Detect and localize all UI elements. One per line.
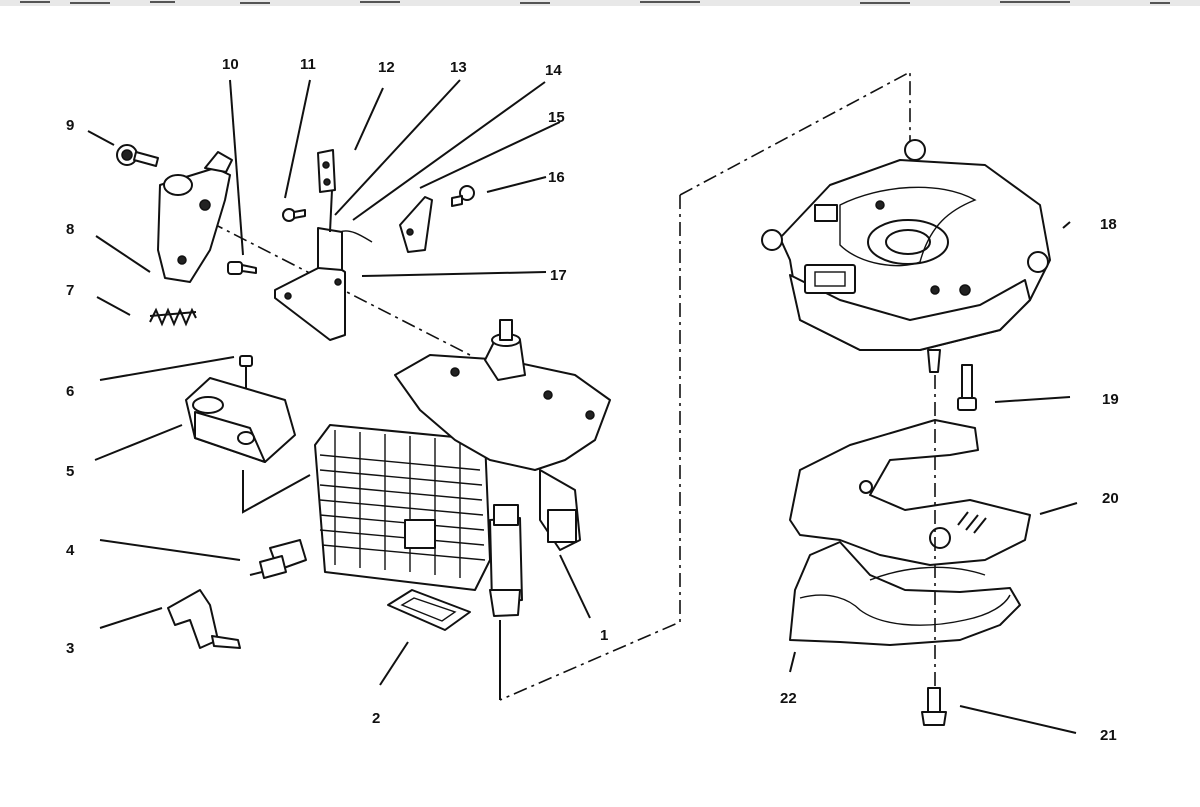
callout-12: 12 — [378, 59, 395, 76]
callout-15: 15 — [548, 109, 565, 126]
callout-2: 2 — [372, 710, 380, 727]
part-22-shield — [789, 541, 1021, 646]
callout-4: 4 — [66, 542, 75, 559]
scan-artifact-strip — [0, 0, 1200, 6]
callout-20: 20 — [1102, 490, 1119, 507]
callout-1: 1 — [600, 627, 608, 644]
assembly-line-coil — [242, 470, 311, 514]
callout-18: 18 — [1100, 216, 1117, 233]
callout-6: 6 — [66, 383, 74, 400]
callout-3: 3 — [66, 640, 74, 657]
part-16-screw — [451, 185, 475, 207]
callout-21: 21 — [1100, 727, 1117, 744]
callout-numbers: 1 2 3 4 5 6 7 8 9 10 11 12 13 14 15 16 1… — [66, 56, 1119, 744]
callout-11: 11 — [300, 56, 316, 73]
callout-7: 7 — [66, 282, 74, 299]
part-9-screw — [116, 144, 159, 167]
part-17-bracket — [274, 227, 346, 341]
part-1-engine-block — [314, 319, 611, 617]
part-11-screw — [282, 208, 306, 222]
callout-17: 17 — [550, 267, 567, 284]
part-5-ignition-coil — [185, 377, 296, 463]
part-12-switch — [317, 149, 336, 233]
callout-10: 10 — [222, 56, 239, 73]
part-20-air-guide — [789, 419, 1031, 566]
part-3-spark-plug-boot — [167, 589, 241, 649]
part-4-spark-plug — [249, 539, 307, 579]
part-21-bolt — [921, 687, 947, 726]
part-14-wire — [339, 230, 373, 243]
callout-14: 14 — [545, 62, 562, 79]
part-10-screw — [227, 261, 257, 275]
leader-lines — [87, 79, 1078, 734]
part-18-blower-housing — [761, 139, 1051, 373]
callout-5: 5 — [66, 463, 74, 480]
callout-19: 19 — [1102, 391, 1119, 408]
part-2-gasket — [387, 589, 471, 631]
part-8-governor-lever — [157, 151, 233, 283]
part-7-spring — [149, 307, 197, 327]
callout-9: 9 — [66, 117, 74, 134]
part-19-screw — [957, 364, 977, 411]
callout-13: 13 — [450, 59, 467, 76]
callout-16: 16 — [548, 169, 565, 186]
callout-22: 22 — [780, 690, 797, 707]
callout-8: 8 — [66, 221, 74, 238]
part-15-plate — [399, 196, 433, 253]
